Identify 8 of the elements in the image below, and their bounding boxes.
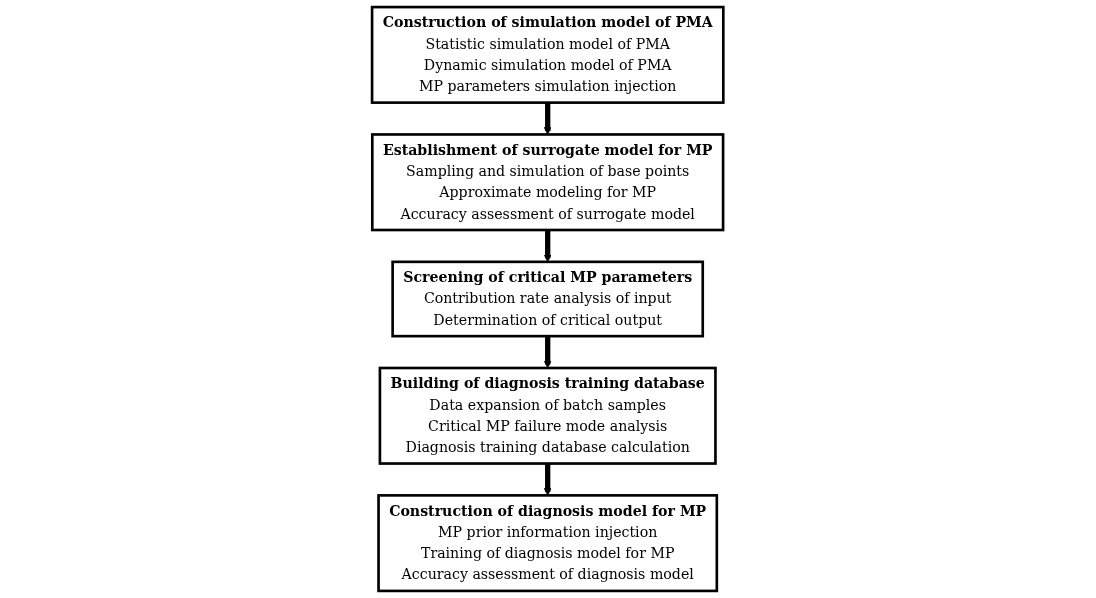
node-box: Construction of simulation model of PMA Statistic simulation model of PMA Dynamic simulation model of PMA MP parameters simulation injection [371, 5, 725, 104]
arrow [544, 336, 552, 369]
node-box: Screening of critical MP parameters Contribution rate analysis of input Determination of critical output [391, 260, 705, 338]
arrow [544, 102, 552, 135]
arrow [544, 463, 552, 496]
node-box: Construction of diagnosis model for MP MP prior information injection Training of diagnosis model for MP Accuracy assessment of diagnosis model [377, 494, 719, 593]
node-box: Building of diagnosis training database Data expansion of batch samples Critical MP failure mode analysis Diagnosis training database calculation [378, 366, 718, 465]
node-box: Establishment of surrogate model for MP Sampling and simulation of base points Approximate modeling for MP Accuracy assessment of surrogate model [371, 133, 725, 232]
